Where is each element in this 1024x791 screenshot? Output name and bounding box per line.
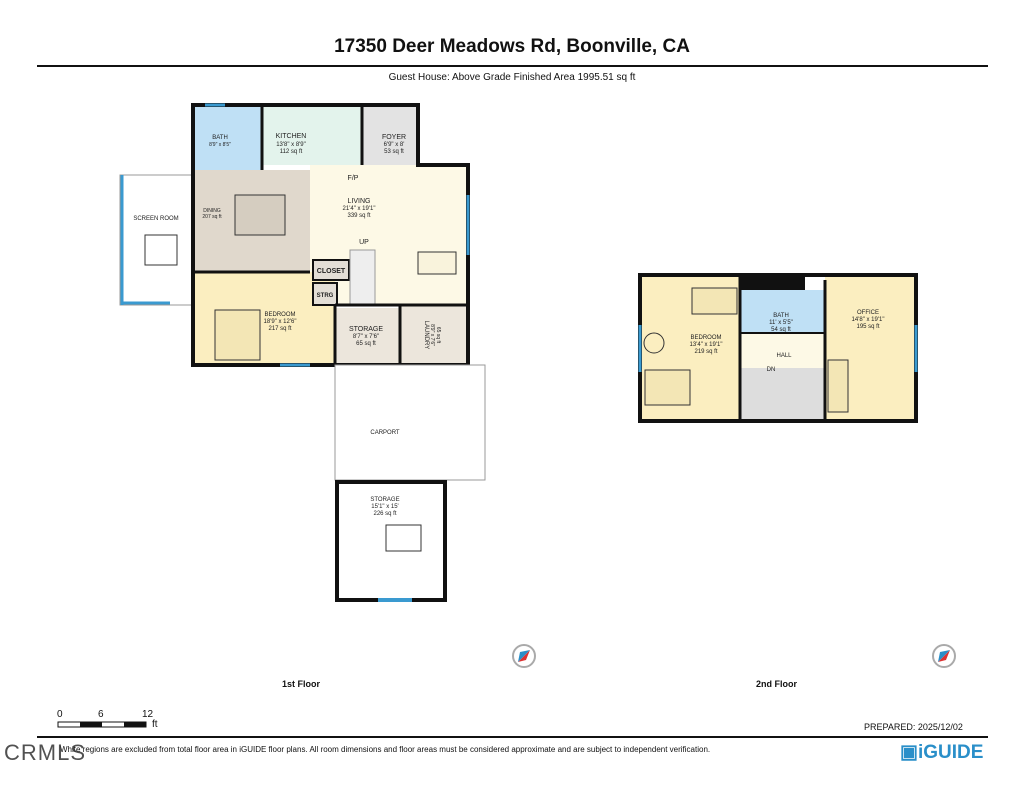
svg-text:15'1" x 15': 15'1" x 15' (371, 504, 398, 510)
iguide-logo: ▣iGUIDE (900, 742, 984, 763)
living-room (310, 165, 468, 305)
svg-text:339 sq ft: 339 sq ft (347, 213, 370, 219)
compass-icon (932, 644, 956, 668)
svg-text:219 sq ft: 219 sq ft (694, 349, 717, 355)
floor-label-2: 2nd Floor (756, 679, 797, 689)
storage-room (335, 308, 400, 365)
stairs (349, 249, 376, 306)
page-subtitle: Guest House: Above Grade Finished Area 1… (388, 72, 636, 83)
svg-text:BEDROOM: BEDROOM (690, 335, 721, 341)
svg-text:OFFICE: OFFICE (857, 310, 879, 316)
scale-unit: ft (152, 719, 158, 730)
scale-tick: 6 (98, 709, 104, 720)
svg-text:DN: DN (767, 367, 776, 373)
scale-tick: 12 (142, 709, 154, 720)
divider (37, 736, 988, 738)
svg-text:BATH: BATH (773, 313, 789, 319)
laundry-room (400, 305, 468, 365)
svg-text:LIVING: LIVING (348, 198, 371, 205)
svg-text:207 sq ft: 207 sq ft (202, 214, 222, 220)
svg-text:65 sq ft: 65 sq ft (435, 327, 441, 344)
svg-text:6'9" x 8': 6'9" x 8' (384, 142, 405, 148)
svg-text:8'9" x 7'6": 8'9" x 7'6" (429, 324, 435, 346)
svg-text:STORAGE: STORAGE (370, 497, 399, 503)
crmls-watermark: CRMLS (4, 740, 87, 765)
svg-text:13'4" x 19'1": 13'4" x 19'1" (690, 342, 723, 348)
svg-text:54 sq ft: 54 sq ft (771, 327, 791, 333)
svg-text:LAUNDRY: LAUNDRY (423, 321, 429, 350)
second-floor-plan: BEDROOM 13'4" x 19'1" 219 sq ft BATH 11'… (638, 273, 918, 423)
svg-text:CARPORT: CARPORT (370, 430, 400, 436)
svg-text:KITCHEN: KITCHEN (276, 133, 307, 140)
carport (334, 364, 486, 481)
bath-2nd (740, 290, 825, 333)
disclaimer: White regions are excluded from total fl… (60, 745, 711, 754)
svg-text:21'4" x 19'1": 21'4" x 19'1" (343, 206, 376, 212)
bath-room (193, 105, 262, 170)
scale-bar (57, 721, 147, 728)
svg-text:F/P: F/P (348, 175, 359, 182)
svg-text:226 sq ft: 226 sq ft (373, 511, 396, 517)
svg-text:SCREEN ROOM: SCREEN ROOM (133, 216, 178, 222)
svg-text:UP: UP (359, 239, 369, 246)
svg-text:HALL: HALL (776, 353, 792, 359)
svg-text:8'9" x 8'5": 8'9" x 8'5" (209, 142, 231, 148)
foyer-room (362, 105, 418, 165)
page-title: 17350 Deer Meadows Rd, Boonville, CA (334, 36, 690, 57)
svg-text:53 sq ft: 53 sq ft (384, 149, 404, 155)
svg-text:18'9" x 12'6": 18'9" x 12'6" (264, 319, 297, 325)
svg-text:FOYER: FOYER (382, 134, 406, 141)
svg-text:BATH: BATH (212, 135, 228, 141)
svg-text:STRG: STRG (317, 293, 334, 299)
svg-text:CLOSET: CLOSET (317, 268, 346, 275)
kitchen-room (262, 105, 362, 165)
divider (37, 65, 988, 67)
svg-text:13'8" x 8'9": 13'8" x 8'9" (276, 142, 306, 148)
svg-text:217 sq ft: 217 sq ft (268, 326, 291, 332)
compass-icon (512, 644, 536, 668)
svg-text:11' x 5'5": 11' x 5'5" (769, 320, 793, 326)
floor-label-1: 1st Floor (282, 679, 321, 689)
scale-tick: 0 (57, 709, 63, 720)
first-floor-plan: KITCHEN 13'8" x 8'9" 112 sq ft BATH 8'9"… (119, 103, 486, 602)
svg-text:DINING: DINING (203, 208, 221, 214)
svg-text:112 sq ft: 112 sq ft (280, 149, 303, 155)
svg-text:BEDROOM: BEDROOM (264, 312, 295, 318)
svg-text:14'8" x 19'1": 14'8" x 19'1" (852, 317, 885, 323)
logo-text: iGUIDE (917, 742, 984, 763)
prepared-date: PREPARED: 2025/12/02 (864, 722, 963, 732)
svg-text:8'7" x 7'6": 8'7" x 7'6" (353, 334, 379, 340)
stairs-2nd (740, 368, 825, 421)
svg-text:195 sq ft: 195 sq ft (856, 324, 879, 330)
svg-text:65 sq ft: 65 sq ft (356, 341, 376, 347)
hall (740, 333, 825, 368)
svg-text:STORAGE: STORAGE (349, 326, 383, 333)
